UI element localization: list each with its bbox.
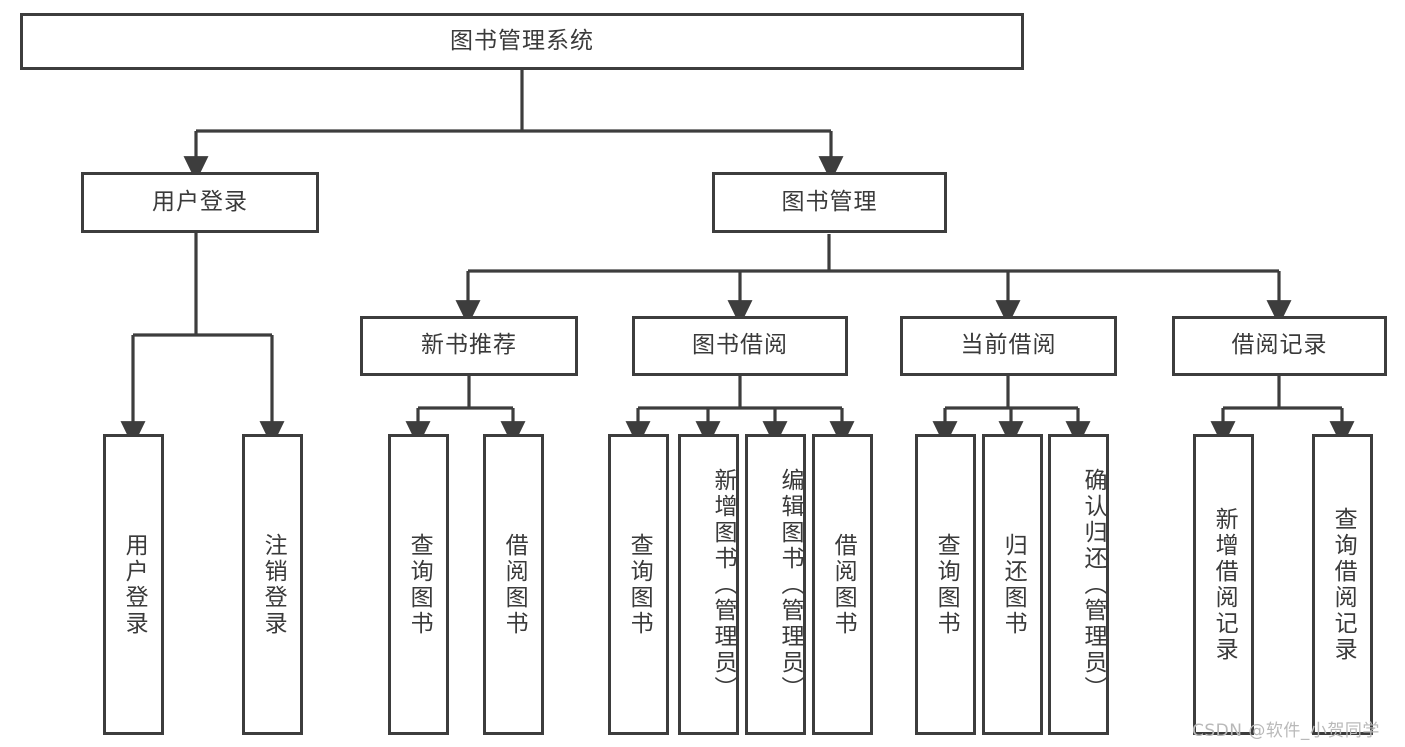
node-root-label: 图书管理系统 (450, 27, 594, 54)
node-book-borrow[interactable]: 图书借阅 (632, 316, 848, 376)
node-leaf-query-book-1-label: 查询图书 (406, 532, 433, 637)
node-leaf-logout-login[interactable]: 注销登录 (242, 434, 303, 735)
node-leaf-query-book-3[interactable]: 查询图书 (915, 434, 976, 735)
node-user-login[interactable]: 用户登录 (81, 172, 319, 233)
node-leaf-query-book-2-label: 查询图书 (626, 532, 653, 637)
node-borrow-record[interactable]: 借阅记录 (1172, 316, 1387, 376)
node-leaf-query-book-1[interactable]: 查询图书 (388, 434, 449, 735)
node-leaf-edit-book[interactable]: 编辑图书（管理员） (745, 434, 806, 735)
node-current-borrow[interactable]: 当前借阅 (900, 316, 1117, 376)
node-new-book-recommend[interactable]: 新书推荐 (360, 316, 578, 376)
node-root[interactable]: 图书管理系统 (20, 13, 1024, 70)
node-leaf-user-login[interactable]: 用户登录 (103, 434, 164, 735)
node-leaf-confirm-return-label: 确认归还（管理员） (1080, 467, 1106, 702)
node-leaf-query-book-2[interactable]: 查询图书 (608, 434, 669, 735)
node-leaf-borrow-book-2-label: 借阅图书 (830, 532, 857, 637)
node-leaf-logout-login-label: 注销登录 (260, 532, 287, 637)
node-leaf-query-record-label: 查询借阅记录 (1330, 506, 1357, 663)
node-user-login-label: 用户登录 (152, 188, 248, 215)
node-leaf-user-login-label: 用户登录 (121, 532, 148, 637)
node-leaf-add-record[interactable]: 新增借阅记录 (1193, 434, 1254, 735)
node-leaf-borrow-book-1[interactable]: 借阅图书 (483, 434, 544, 735)
node-leaf-edit-book-label: 编辑图书（管理员） (777, 467, 803, 702)
csdn-watermark: CSDN @软件_小贺同学 (1192, 721, 1380, 741)
node-leaf-add-record-label: 新增借阅记录 (1211, 506, 1238, 663)
node-leaf-borrow-book-1-label: 借阅图书 (501, 532, 528, 637)
node-leaf-return-book[interactable]: 归还图书 (982, 434, 1043, 735)
node-current-borrow-label: 当前借阅 (960, 332, 1057, 359)
node-leaf-add-book[interactable]: 新增图书（管理员） (678, 434, 739, 735)
node-book-manage[interactable]: 图书管理 (712, 172, 947, 233)
node-new-book-recommend-label: 新书推荐 (421, 332, 517, 359)
node-leaf-query-book-3-label: 查询图书 (933, 532, 960, 637)
node-leaf-borrow-book-2[interactable]: 借阅图书 (812, 434, 873, 735)
node-leaf-confirm-return[interactable]: 确认归还（管理员） (1048, 434, 1109, 735)
node-borrow-record-label: 借阅记录 (1231, 332, 1328, 359)
node-leaf-add-book-label: 新增图书（管理员） (710, 467, 736, 702)
node-book-manage-label: 图书管理 (781, 188, 878, 215)
node-leaf-query-record[interactable]: 查询借阅记录 (1312, 434, 1373, 735)
node-leaf-return-book-label: 归还图书 (1000, 532, 1027, 637)
node-book-borrow-label: 图书借阅 (692, 332, 788, 359)
